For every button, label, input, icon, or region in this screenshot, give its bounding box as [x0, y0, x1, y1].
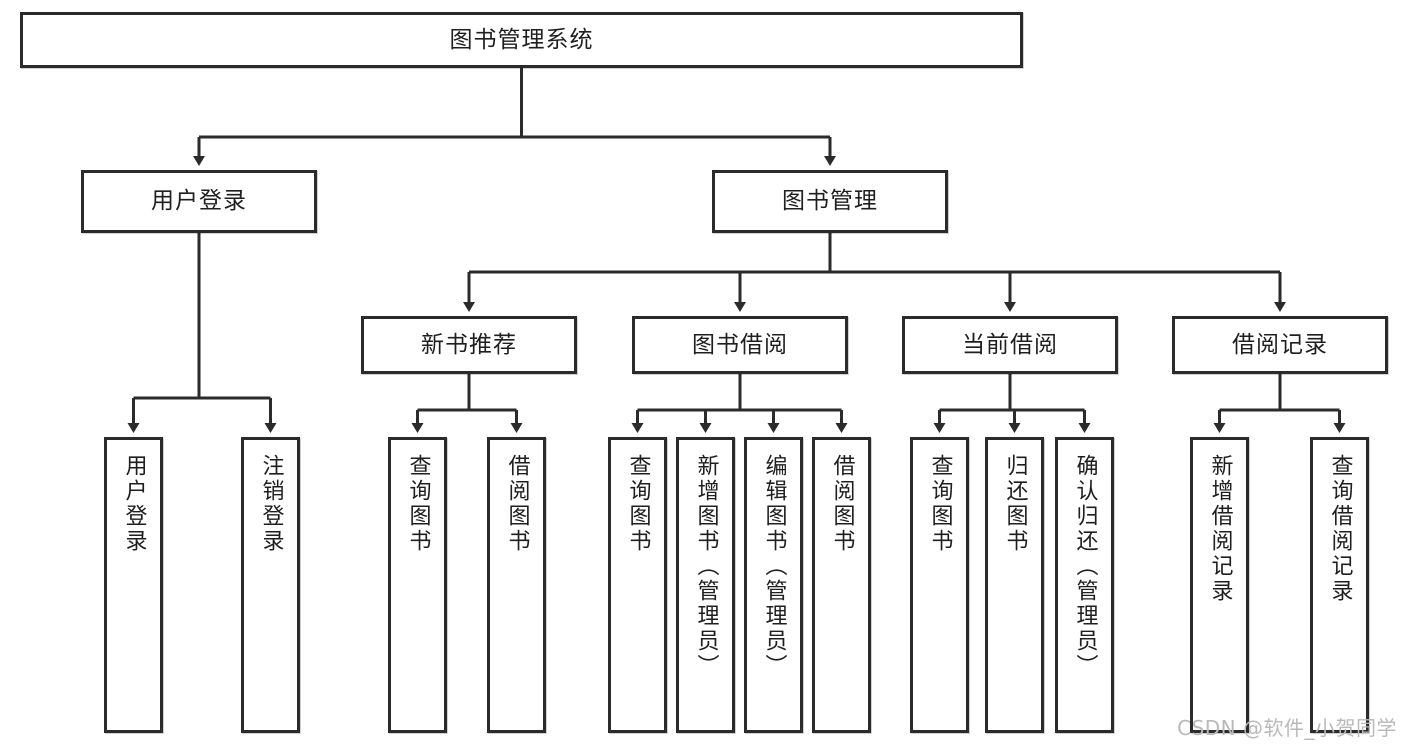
node-leaf-add-book[interactable]: 新增图书（管理员） — [676, 437, 735, 733]
node-label: 新增借阅记录 — [1207, 454, 1233, 604]
node-label: 借阅图书 — [504, 454, 530, 554]
node-label: 注销登录 — [258, 454, 284, 554]
node-leaf-user-logout[interactable]: 注销登录 — [241, 437, 300, 733]
node-leaf-add-record[interactable]: 新增借阅记录 — [1190, 437, 1249, 733]
node-label: 借阅图书 — [829, 454, 855, 554]
node-current-borrow[interactable]: 当前借阅 — [902, 316, 1118, 374]
node-label: 图书管理 — [782, 188, 878, 215]
node-leaf-query-book-3[interactable]: 查询图书 — [910, 437, 969, 733]
node-borrow-record[interactable]: 借阅记录 — [1172, 316, 1388, 374]
node-label: 图书管理系统 — [449, 26, 594, 53]
node-label: 借阅记录 — [1232, 331, 1328, 358]
node-label: 用户登录 — [121, 454, 147, 554]
node-book-manage[interactable]: 图书管理 — [712, 170, 948, 233]
node-label: 查询借阅记录 — [1327, 454, 1353, 604]
node-label: 编辑图书（管理员） — [761, 454, 787, 679]
node-leaf-borrow-book-1[interactable]: 借阅图书 — [487, 437, 546, 733]
node-label: 新书推荐 — [421, 331, 517, 358]
node-leaf-return-book[interactable]: 归还图书 — [985, 437, 1044, 733]
node-book-borrow[interactable]: 图书借阅 — [632, 316, 848, 374]
node-leaf-query-record[interactable]: 查询借阅记录 — [1310, 437, 1369, 733]
node-label: 查询图书 — [405, 454, 431, 554]
node-label: 用户登录 — [151, 188, 247, 215]
node-label: 查询图书 — [625, 454, 651, 554]
watermark: CSDN @软件_小贺同学 — [1177, 716, 1397, 740]
node-leaf-confirm-return[interactable]: 确认归还（管理员） — [1055, 437, 1114, 733]
node-leaf-user-login[interactable]: 用户登录 — [104, 437, 163, 733]
node-label: 当前借阅 — [962, 331, 1058, 358]
node-label: 新增图书（管理员） — [693, 454, 719, 679]
node-root[interactable]: 图书管理系统 — [20, 12, 1023, 68]
node-new-book-recommend[interactable]: 新书推荐 — [361, 316, 577, 374]
node-leaf-query-book-1[interactable]: 查询图书 — [388, 437, 447, 733]
node-label: 查询图书 — [927, 454, 953, 554]
node-label: 归还图书 — [1002, 454, 1028, 554]
node-user-login[interactable]: 用户登录 — [81, 170, 317, 233]
node-leaf-borrow-book-2[interactable]: 借阅图书 — [812, 437, 871, 733]
node-leaf-query-book-2[interactable]: 查询图书 — [608, 437, 667, 733]
node-leaf-edit-book[interactable]: 编辑图书（管理员） — [744, 437, 803, 733]
node-label: 图书借阅 — [692, 331, 788, 358]
node-label: 确认归还（管理员） — [1072, 454, 1098, 679]
